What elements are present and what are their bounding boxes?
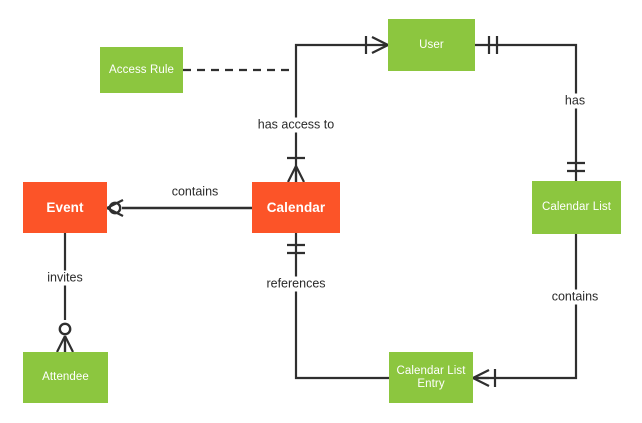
relationship-label-has-access-to: has access to (255, 117, 337, 133)
entity-event[interactable]: Event (23, 182, 107, 233)
label-text: has access to (257, 117, 335, 132)
relationship-label-contains-calendar-list: contains (549, 289, 601, 305)
label-text: contains (551, 289, 599, 304)
label-text: contains (171, 184, 219, 199)
relationship-label-contains-event-calendar: contains (169, 184, 221, 200)
entity-attendee[interactable]: Attendee (23, 352, 108, 403)
entity-label: User (419, 38, 444, 51)
connector-calendar-list-contains-entry (472, 234, 578, 387)
connector-user-has-access-to-calendar (287, 36, 389, 183)
connector-event-invites-attendee (56, 233, 74, 353)
relationship-label-invites: invites (45, 270, 85, 286)
entity-label: Access Rule (108, 63, 174, 76)
entity-label: Calendar List Entry (396, 364, 466, 390)
relationship-label-references: references (264, 276, 328, 292)
entity-user[interactable]: User (388, 19, 475, 71)
entity-calendar-list[interactable]: Calendar List (532, 181, 621, 234)
label-text: references (266, 276, 326, 291)
connector-calendar-references-entry (287, 233, 389, 380)
entity-label: Event (46, 200, 84, 215)
entity-calendar-list-entry[interactable]: Calendar List Entry (389, 352, 473, 403)
connector-calendar-contains-event (106, 199, 252, 217)
entity-label: Calendar List (541, 201, 612, 213)
entity-label: Attendee (42, 371, 89, 383)
entity-calendar[interactable]: Calendar (252, 182, 340, 233)
entity-label: Calendar (266, 200, 326, 215)
label-text: invites (47, 270, 83, 285)
label-text: has (564, 93, 586, 108)
relationship-label-has: has (562, 93, 588, 109)
entity-access-rule[interactable]: Access Rule (100, 47, 183, 93)
connector-user-has-calendar-list (475, 36, 585, 181)
